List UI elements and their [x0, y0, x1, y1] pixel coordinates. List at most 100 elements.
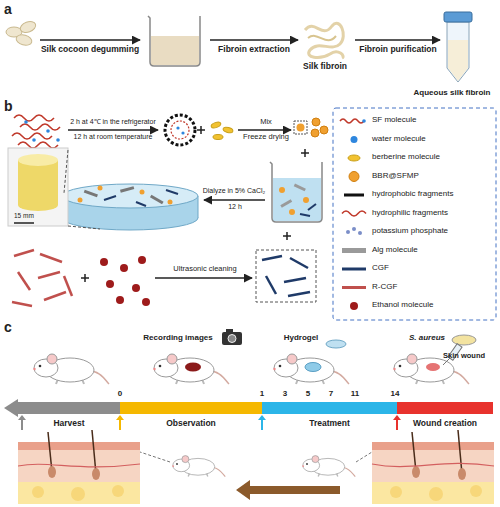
- legend-text: CGF: [372, 263, 389, 272]
- legend-entry: Alg molecule: [372, 245, 418, 254]
- microparticle: [78, 198, 83, 203]
- r-cgf-fiber: [38, 272, 60, 278]
- r-cgf-fiber: [12, 302, 32, 306]
- day-number: 14: [385, 389, 405, 398]
- microparticle: [168, 200, 173, 205]
- beaker-liquid: [151, 36, 199, 65]
- annotation-label: S. aureus: [402, 333, 452, 342]
- microparticle: [303, 197, 309, 203]
- water-dot: [46, 129, 50, 133]
- ethanol-dot: [138, 256, 146, 264]
- skin-section: [18, 430, 140, 504]
- disk-top: [62, 184, 198, 208]
- water-dot: [181, 131, 184, 134]
- ethanol-dot: [142, 298, 150, 306]
- microparticle: [320, 126, 328, 134]
- microparticle: [311, 129, 319, 137]
- legend-text: hydrophilic fragments: [372, 208, 448, 217]
- legend-sample: [349, 172, 359, 182]
- mouse-illustration: [172, 456, 225, 477]
- product-label: Silk fibroin: [295, 62, 355, 72]
- ethanol-molecules: [100, 256, 150, 306]
- fat-cell: [470, 485, 482, 497]
- tick-arrow: [119, 419, 121, 430]
- water-dot: [32, 138, 36, 142]
- r-cgf-fiber: [44, 292, 66, 300]
- beaker-liquid: [273, 178, 321, 221]
- hydrogel-icon: [326, 340, 346, 348]
- zoom-box: [294, 121, 307, 134]
- micelle: [165, 115, 195, 145]
- water-dot: [176, 126, 179, 129]
- silk-fibroin: [305, 23, 343, 58]
- day-number: 7: [323, 389, 339, 398]
- ethanol-dot: [116, 296, 124, 304]
- sf-molecules: [12, 115, 60, 148]
- zoom-box: [256, 250, 316, 302]
- fibroin-strand: [308, 36, 336, 40]
- camera-body: [222, 332, 242, 345]
- water-dot: [56, 138, 60, 142]
- ethanol-dot: [120, 264, 128, 272]
- zoom-line: [356, 452, 372, 462]
- condition-label: Freeze drying: [234, 133, 298, 142]
- legend-entry: CGF: [372, 263, 389, 272]
- process-arrow: [155, 277, 252, 279]
- berberine: [210, 121, 221, 129]
- legend-text: SF molecule: [372, 115, 416, 124]
- r-cgf-fibers: [12, 250, 72, 306]
- legend-entry: SF molecule: [372, 115, 416, 124]
- r-cgf-fiber: [14, 250, 34, 256]
- sf-chain: [18, 142, 58, 148]
- cgf-fiber: [136, 202, 146, 206]
- scale-label: 15 mm: [14, 212, 54, 219]
- blood-vessel: [372, 463, 494, 466]
- centrifuge-tube: [444, 12, 472, 82]
- step-label: Silk cocoon degumming: [35, 45, 145, 55]
- cgf-fibers: [262, 256, 310, 296]
- alginate: [280, 199, 292, 208]
- hydrophobic-shell: [165, 115, 195, 145]
- legend-text: water molecule: [372, 134, 426, 143]
- legend-sample: [342, 268, 366, 271]
- mouse-illustration: [33, 354, 109, 384]
- follicle: [92, 468, 100, 480]
- phase-label: Wound creation: [397, 418, 493, 428]
- mouse-illustration: [302, 456, 355, 477]
- follicle: [412, 466, 420, 478]
- step-label: Fibroin purification: [350, 45, 446, 55]
- follicle: [48, 466, 56, 478]
- annotation-label: Hydrogel: [276, 333, 326, 342]
- follicle: [458, 468, 466, 480]
- plus-bar: [200, 126, 202, 134]
- skin-section: [372, 430, 494, 504]
- timeline-band: Harvest: [18, 402, 120, 414]
- berberine: [213, 135, 223, 140]
- fat-cell: [390, 486, 402, 498]
- berberine: [223, 126, 234, 133]
- hydrogel-patch: [305, 363, 321, 372]
- hydrogel-top: [18, 154, 58, 166]
- process-arrow: [68, 129, 158, 131]
- tube-body: [447, 22, 469, 82]
- plus-sign: [283, 232, 291, 240]
- panel-letter: c: [4, 319, 18, 335]
- beaker: [148, 16, 200, 66]
- plus-bar: [84, 274, 86, 282]
- process-arrow: [210, 39, 298, 41]
- cgf-fiber: [262, 256, 282, 260]
- plus-sign: [197, 126, 205, 134]
- r-cgf-fiber: [18, 272, 30, 290]
- blood-vessel: [18, 464, 140, 467]
- legend-sample: [346, 230, 350, 234]
- scale-bar: [14, 222, 34, 224]
- day-number: 0: [112, 389, 128, 398]
- legend-entry: potassium phosphate: [372, 226, 448, 235]
- process-arrow: [238, 129, 291, 131]
- condition-label: 2 h at 4℃ in the refrigerator: [52, 118, 174, 126]
- cgf-fiber: [104, 196, 116, 200]
- legend-entry: berberine molecule: [372, 152, 440, 161]
- berberine-molecules: [210, 121, 233, 140]
- camera-lens: [228, 335, 236, 343]
- zoom-line: [64, 150, 68, 193]
